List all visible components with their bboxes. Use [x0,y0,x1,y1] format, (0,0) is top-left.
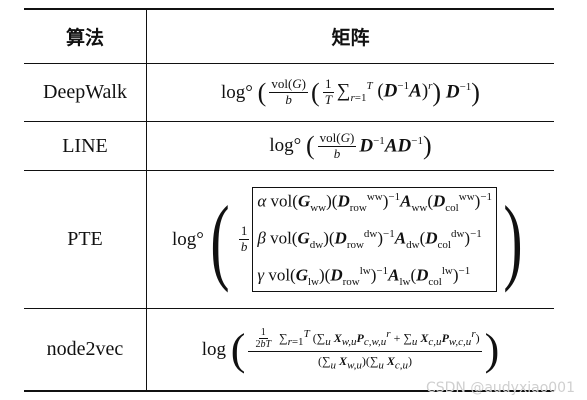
row-name-node2vec: node2vec [46,338,124,360]
header-rule [24,63,554,64]
row-rule-2 [24,170,554,171]
formula-line: log° ( vol(G)b D−1AD−1 ) [269,129,432,161]
row-name-deepwalk: DeepWalk [43,81,127,103]
column-divider [146,8,147,390]
row-rule-1 [24,121,554,122]
header-matrix: 矩阵 [331,26,370,49]
watermark: CSDN @audyxiao001 [425,380,575,396]
row-rule-3 [24,308,554,309]
header-algorithm: 算法 [65,26,104,49]
bottom-rule [24,390,554,392]
row-name-pte: PTE [67,228,103,250]
top-rule [24,8,554,10]
row-name-line: LINE [62,134,108,157]
